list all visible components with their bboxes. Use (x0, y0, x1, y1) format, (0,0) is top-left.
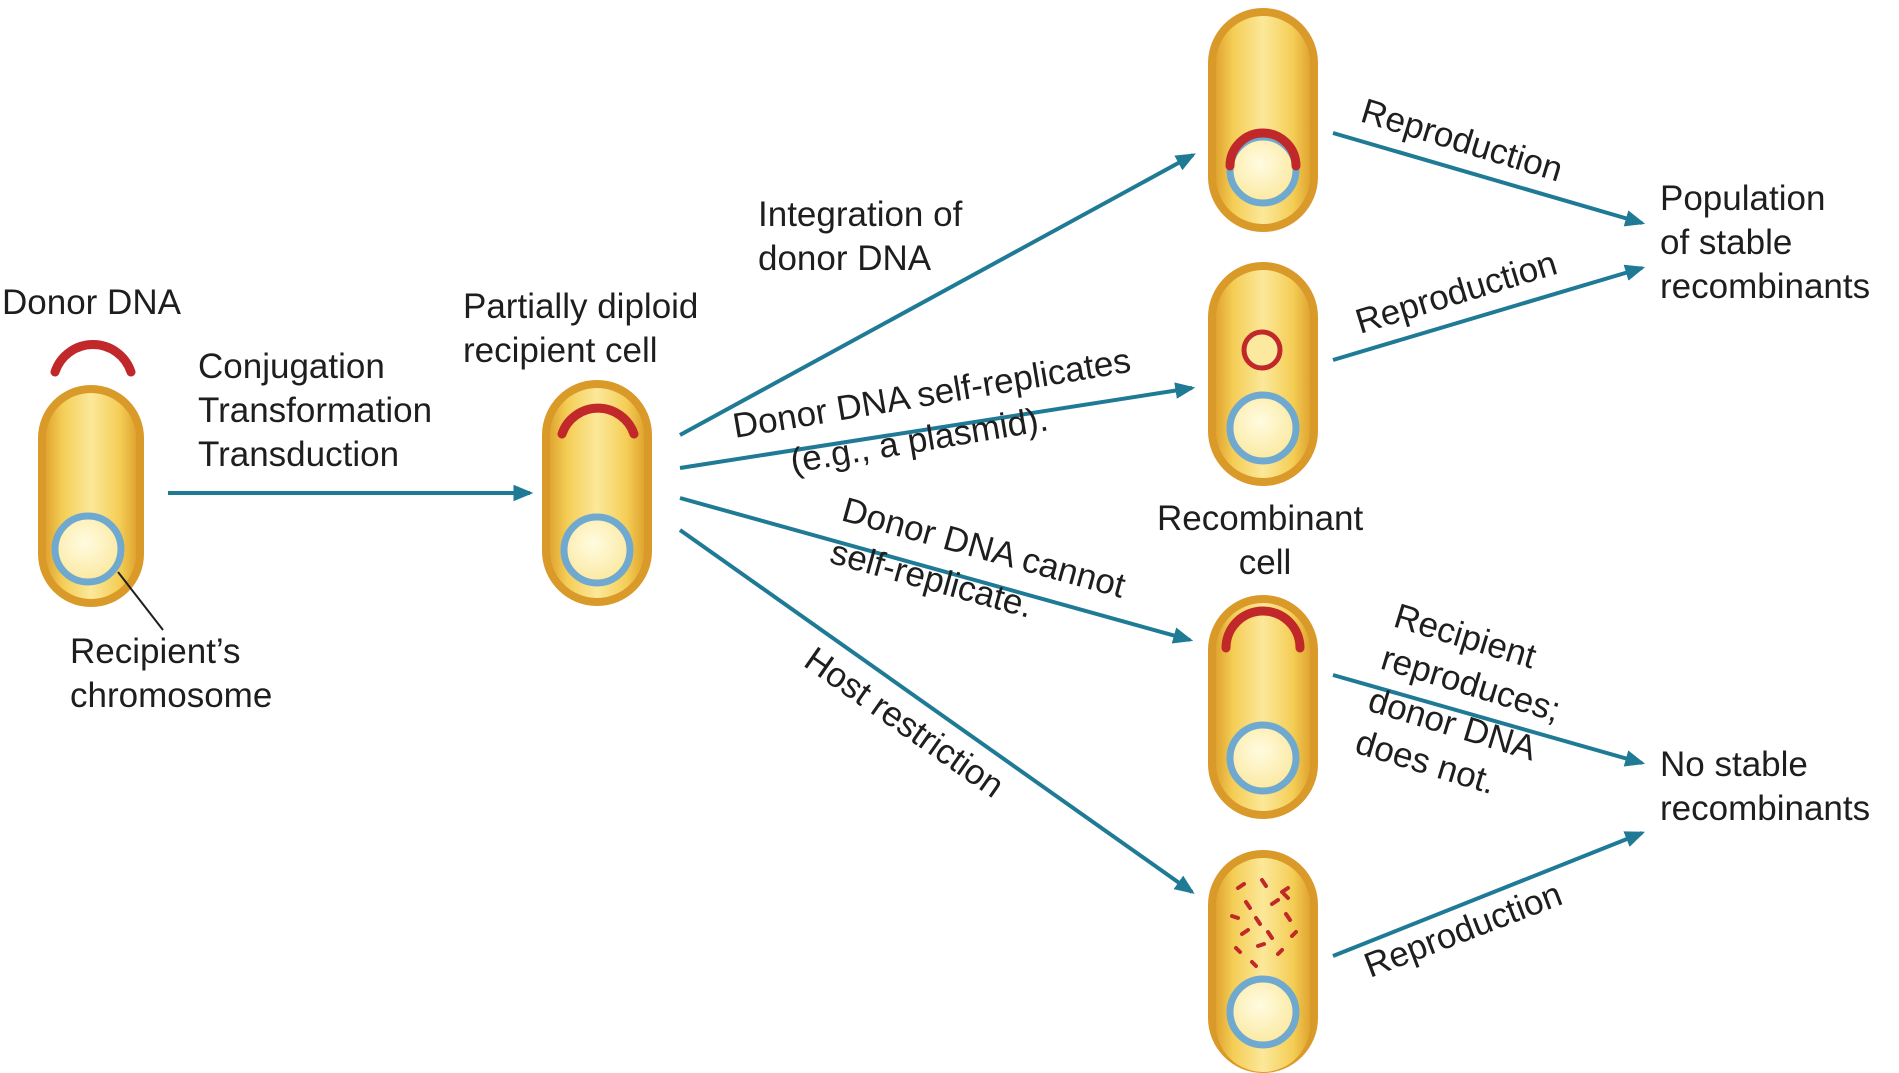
stable-population-label: Population of stable recombinants (1660, 179, 1870, 306)
donor-dna-fragment-free (50, 339, 136, 377)
reproduction-label-1: Reproduction (1357, 91, 1568, 189)
plasmid-circle (1241, 329, 1283, 371)
recipients-chromosome-label: Recipient’s chromosome (70, 632, 272, 715)
arrow-host-restriction (678, 528, 1195, 894)
arrow-reproduction-3 (1332, 831, 1646, 958)
recipient-chromosome-5 (1226, 721, 1300, 795)
self-replicates-label: Donor DNA self-replicates (e.g., a plasm… (730, 339, 1150, 489)
cannot-replicate-label: Donor DNA cannot self-replicate. (826, 490, 1139, 651)
arrow-reproduction-2 (1332, 264, 1646, 362)
reproduction-label-2: Reproduction (1351, 243, 1562, 341)
process-arrows (168, 131, 1646, 958)
recipient-chromosome-1 (51, 512, 125, 586)
recipient-chromosome-6 (1226, 975, 1300, 1049)
no-stable-label: No stable recombinants (1660, 745, 1870, 828)
integrated-recombinant-cell (1208, 8, 1318, 232)
donor-dna-fragment-inside (557, 403, 639, 439)
degraded-dna-fragments (1230, 878, 1298, 968)
recipient-reproduces-label: Recipient reproduces; donor DNA does not… (1351, 596, 1587, 816)
transfer-methods-label: Conjugation Transformation Transduction (198, 347, 442, 474)
initial-recipient-cell (38, 385, 144, 607)
arrow-reproduction-1 (1332, 131, 1646, 227)
integration-label: Integration of donor DNA (758, 195, 972, 278)
partially-diploid-label: Partially diploid recipient cell (463, 287, 708, 370)
arrow-cannot-replicate (679, 496, 1194, 644)
chromosome-pointer-line (117, 571, 164, 631)
reproduction-label-3: Reproduction (1359, 874, 1567, 985)
recombinant-cell-label: Recombinant cell (1157, 499, 1373, 582)
plasmid-cell (1208, 262, 1318, 486)
recipient-chromosome-4 (1226, 391, 1300, 465)
donor-dna-label: Donor DNA (2, 283, 182, 322)
unintegrated-donor-dna (1221, 606, 1305, 653)
recipient-chromosome-2 (560, 513, 634, 587)
arrow-self-replicates (679, 382, 1196, 470)
host-restriction-label: Host restriction (797, 640, 1011, 806)
arrow-integration (679, 153, 1196, 437)
nonreplicating-donor-cell (1208, 595, 1318, 819)
host-restriction-cell (1208, 850, 1318, 1073)
partially-diploid-cell (542, 380, 652, 606)
arrow-recipient-reproduces (1332, 673, 1646, 767)
integrated-donor-dna (1225, 128, 1301, 171)
